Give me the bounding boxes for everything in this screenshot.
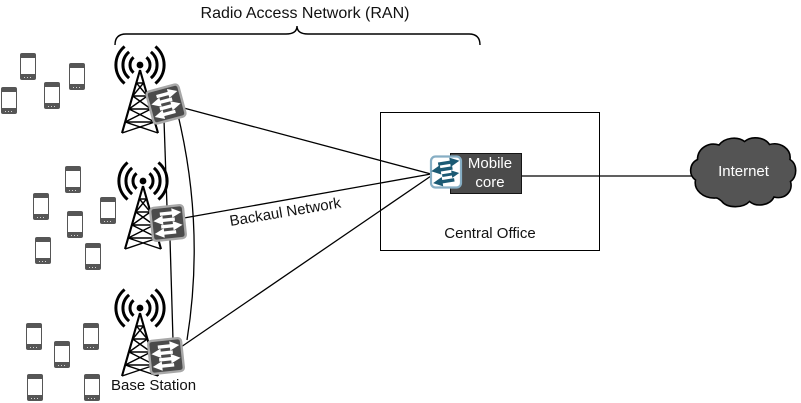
internet-cloud: Internet: [687, 136, 800, 212]
smartphone-icon: [54, 341, 70, 368]
switch-icon: [150, 205, 186, 241]
smartphone-icon: [100, 197, 116, 224]
smartphone-icon: [69, 63, 85, 90]
smartphone-icon: [35, 237, 51, 264]
smartphone-icon: [44, 82, 60, 109]
smartphone-icon: [33, 193, 49, 220]
smartphone-icon: [67, 211, 83, 238]
cloud-shape: [689, 137, 797, 208]
switch-icon: [148, 338, 184, 374]
smartphone-icon: [84, 374, 100, 401]
edge-bs2-core: [183, 173, 432, 219]
smartphone-icon: [1, 87, 17, 114]
smartphone-icon: [20, 53, 36, 80]
edge-bs1-bs2: [163, 119, 168, 208]
internet-label: Internet: [718, 162, 769, 180]
edge-bs1-bs3: [177, 114, 195, 341]
central-office-box: Central Office: [380, 112, 600, 251]
ran-label: Radio Access Network (RAN): [200, 5, 410, 22]
mobile-core-label: Mobile core: [467, 154, 513, 191]
smartphone-icon: [83, 323, 99, 350]
base-station-label: Base Station: [111, 377, 197, 394]
smartphone-icon: [85, 243, 101, 270]
smartphone-icon: [65, 166, 81, 193]
edge-bs3-core: [180, 175, 432, 348]
mobile-core-box: Mobile core: [450, 153, 522, 194]
ran-brace: [114, 25, 481, 46]
edge-bs1-core: [179, 106, 432, 175]
edge-bs2-bs3: [169, 238, 174, 341]
core-switch-icon: [427, 155, 465, 189]
central-office-label: Central Office: [444, 225, 536, 242]
switch-icon: [146, 84, 186, 124]
smartphone-icon: [27, 374, 43, 401]
smartphone-icon: [26, 323, 42, 350]
